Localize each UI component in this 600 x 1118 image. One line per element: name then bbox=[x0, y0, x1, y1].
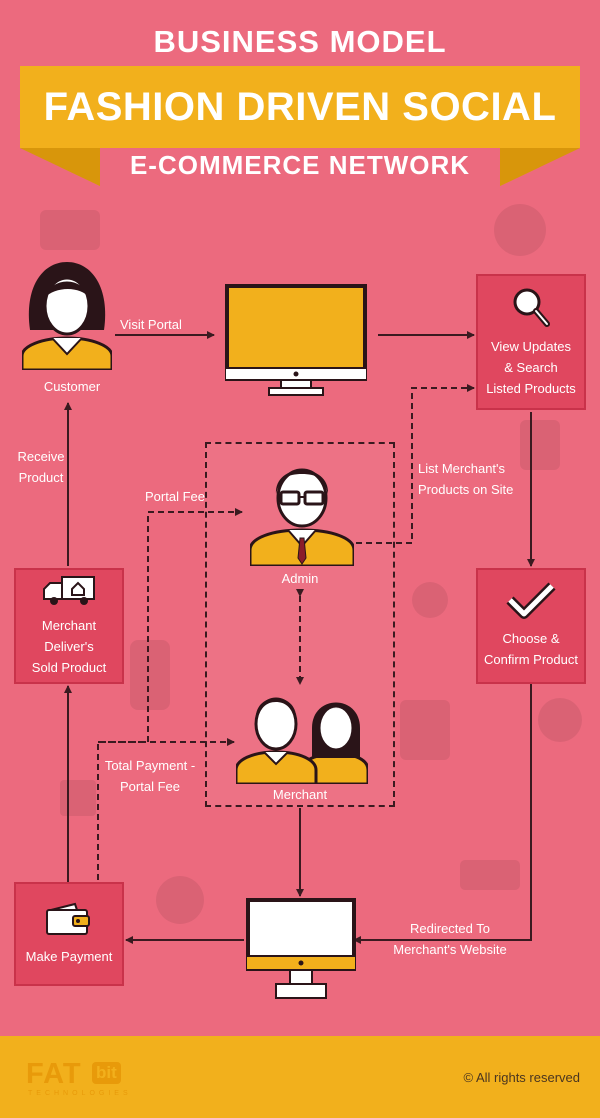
deliver-line1: Merchant Deliver's bbox=[41, 617, 97, 654]
header-subtitle: E-COMMERCE NETWORK bbox=[129, 150, 471, 180]
visit-portal-label: Visit Portal bbox=[120, 317, 182, 332]
delivery-truck-icon bbox=[43, 575, 95, 605]
make-payment-label: Make Payment bbox=[25, 948, 113, 964]
wallet-icon bbox=[46, 902, 90, 935]
header-title: BUSINESS MODEL bbox=[153, 24, 447, 59]
logo-tagline: TECHNOLOGIES bbox=[28, 1090, 132, 1097]
view-updates-line2: & Search bbox=[504, 359, 558, 375]
merchant-label: Merchant bbox=[272, 787, 328, 802]
header-banner: FASHION DRIVEN SOCIAL bbox=[20, 66, 580, 148]
arrow-total-payment bbox=[97, 738, 235, 880]
view-updates-box: View Updates & Search Listed Products bbox=[476, 274, 586, 410]
view-updates-line3: Listed Products bbox=[486, 380, 576, 396]
list-line1: List Merchant's bbox=[418, 461, 506, 476]
customer-icon bbox=[22, 262, 112, 370]
choose-line2: Confirm Product bbox=[484, 652, 578, 667]
view-updates-line1: View Updates bbox=[491, 338, 571, 354]
arrow-redirect bbox=[353, 684, 532, 944]
deliver-line2: Sold Product bbox=[31, 659, 107, 675]
logo-bit-text: bit bbox=[92, 1062, 121, 1084]
receive-product-label: Receive Product bbox=[14, 446, 68, 488]
receive-line1: Receive bbox=[17, 449, 65, 464]
merchant-deliver-box: Merchant Deliver's Sold Product bbox=[14, 568, 124, 684]
ribbon-tails bbox=[20, 148, 580, 186]
customer-label: Customer bbox=[43, 379, 101, 394]
merchant-website-monitor-icon bbox=[246, 898, 356, 999]
search-icon bbox=[513, 288, 550, 327]
merchant-icon bbox=[236, 697, 368, 784]
copyright-text: © All rights reserved bbox=[463, 1070, 580, 1085]
portal-fee-label: Portal Fee bbox=[145, 489, 205, 504]
choose-confirm-box: Choose & Confirm Product bbox=[476, 568, 586, 684]
make-payment-box: Make Payment bbox=[14, 882, 124, 986]
portal-monitor-icon bbox=[225, 284, 367, 396]
admin-icon bbox=[250, 468, 354, 566]
receive-line2: Product bbox=[18, 470, 64, 485]
connectors bbox=[64, 331, 535, 944]
logo-fat-text: FAT bbox=[26, 1058, 82, 1090]
checkmark-icon bbox=[506, 582, 556, 619]
admin-label: Admin bbox=[281, 571, 319, 586]
list-line2: Products on Site bbox=[418, 482, 514, 497]
redirect-line2: Merchant's Website bbox=[393, 942, 507, 957]
redirect-line1: Redirected To bbox=[410, 921, 490, 936]
list-products-label: List Merchant's Products on Site bbox=[418, 458, 522, 500]
choose-line1: Choose & bbox=[502, 631, 560, 646]
redirect-label: Redirected To Merchant's Website bbox=[390, 918, 510, 960]
total-line1: Total Payment - bbox=[104, 758, 196, 773]
total-line2: Portal Fee bbox=[120, 779, 180, 794]
arrow-list-products bbox=[356, 384, 475, 544]
total-payment-label: Total Payment - Portal Fee bbox=[102, 755, 198, 797]
